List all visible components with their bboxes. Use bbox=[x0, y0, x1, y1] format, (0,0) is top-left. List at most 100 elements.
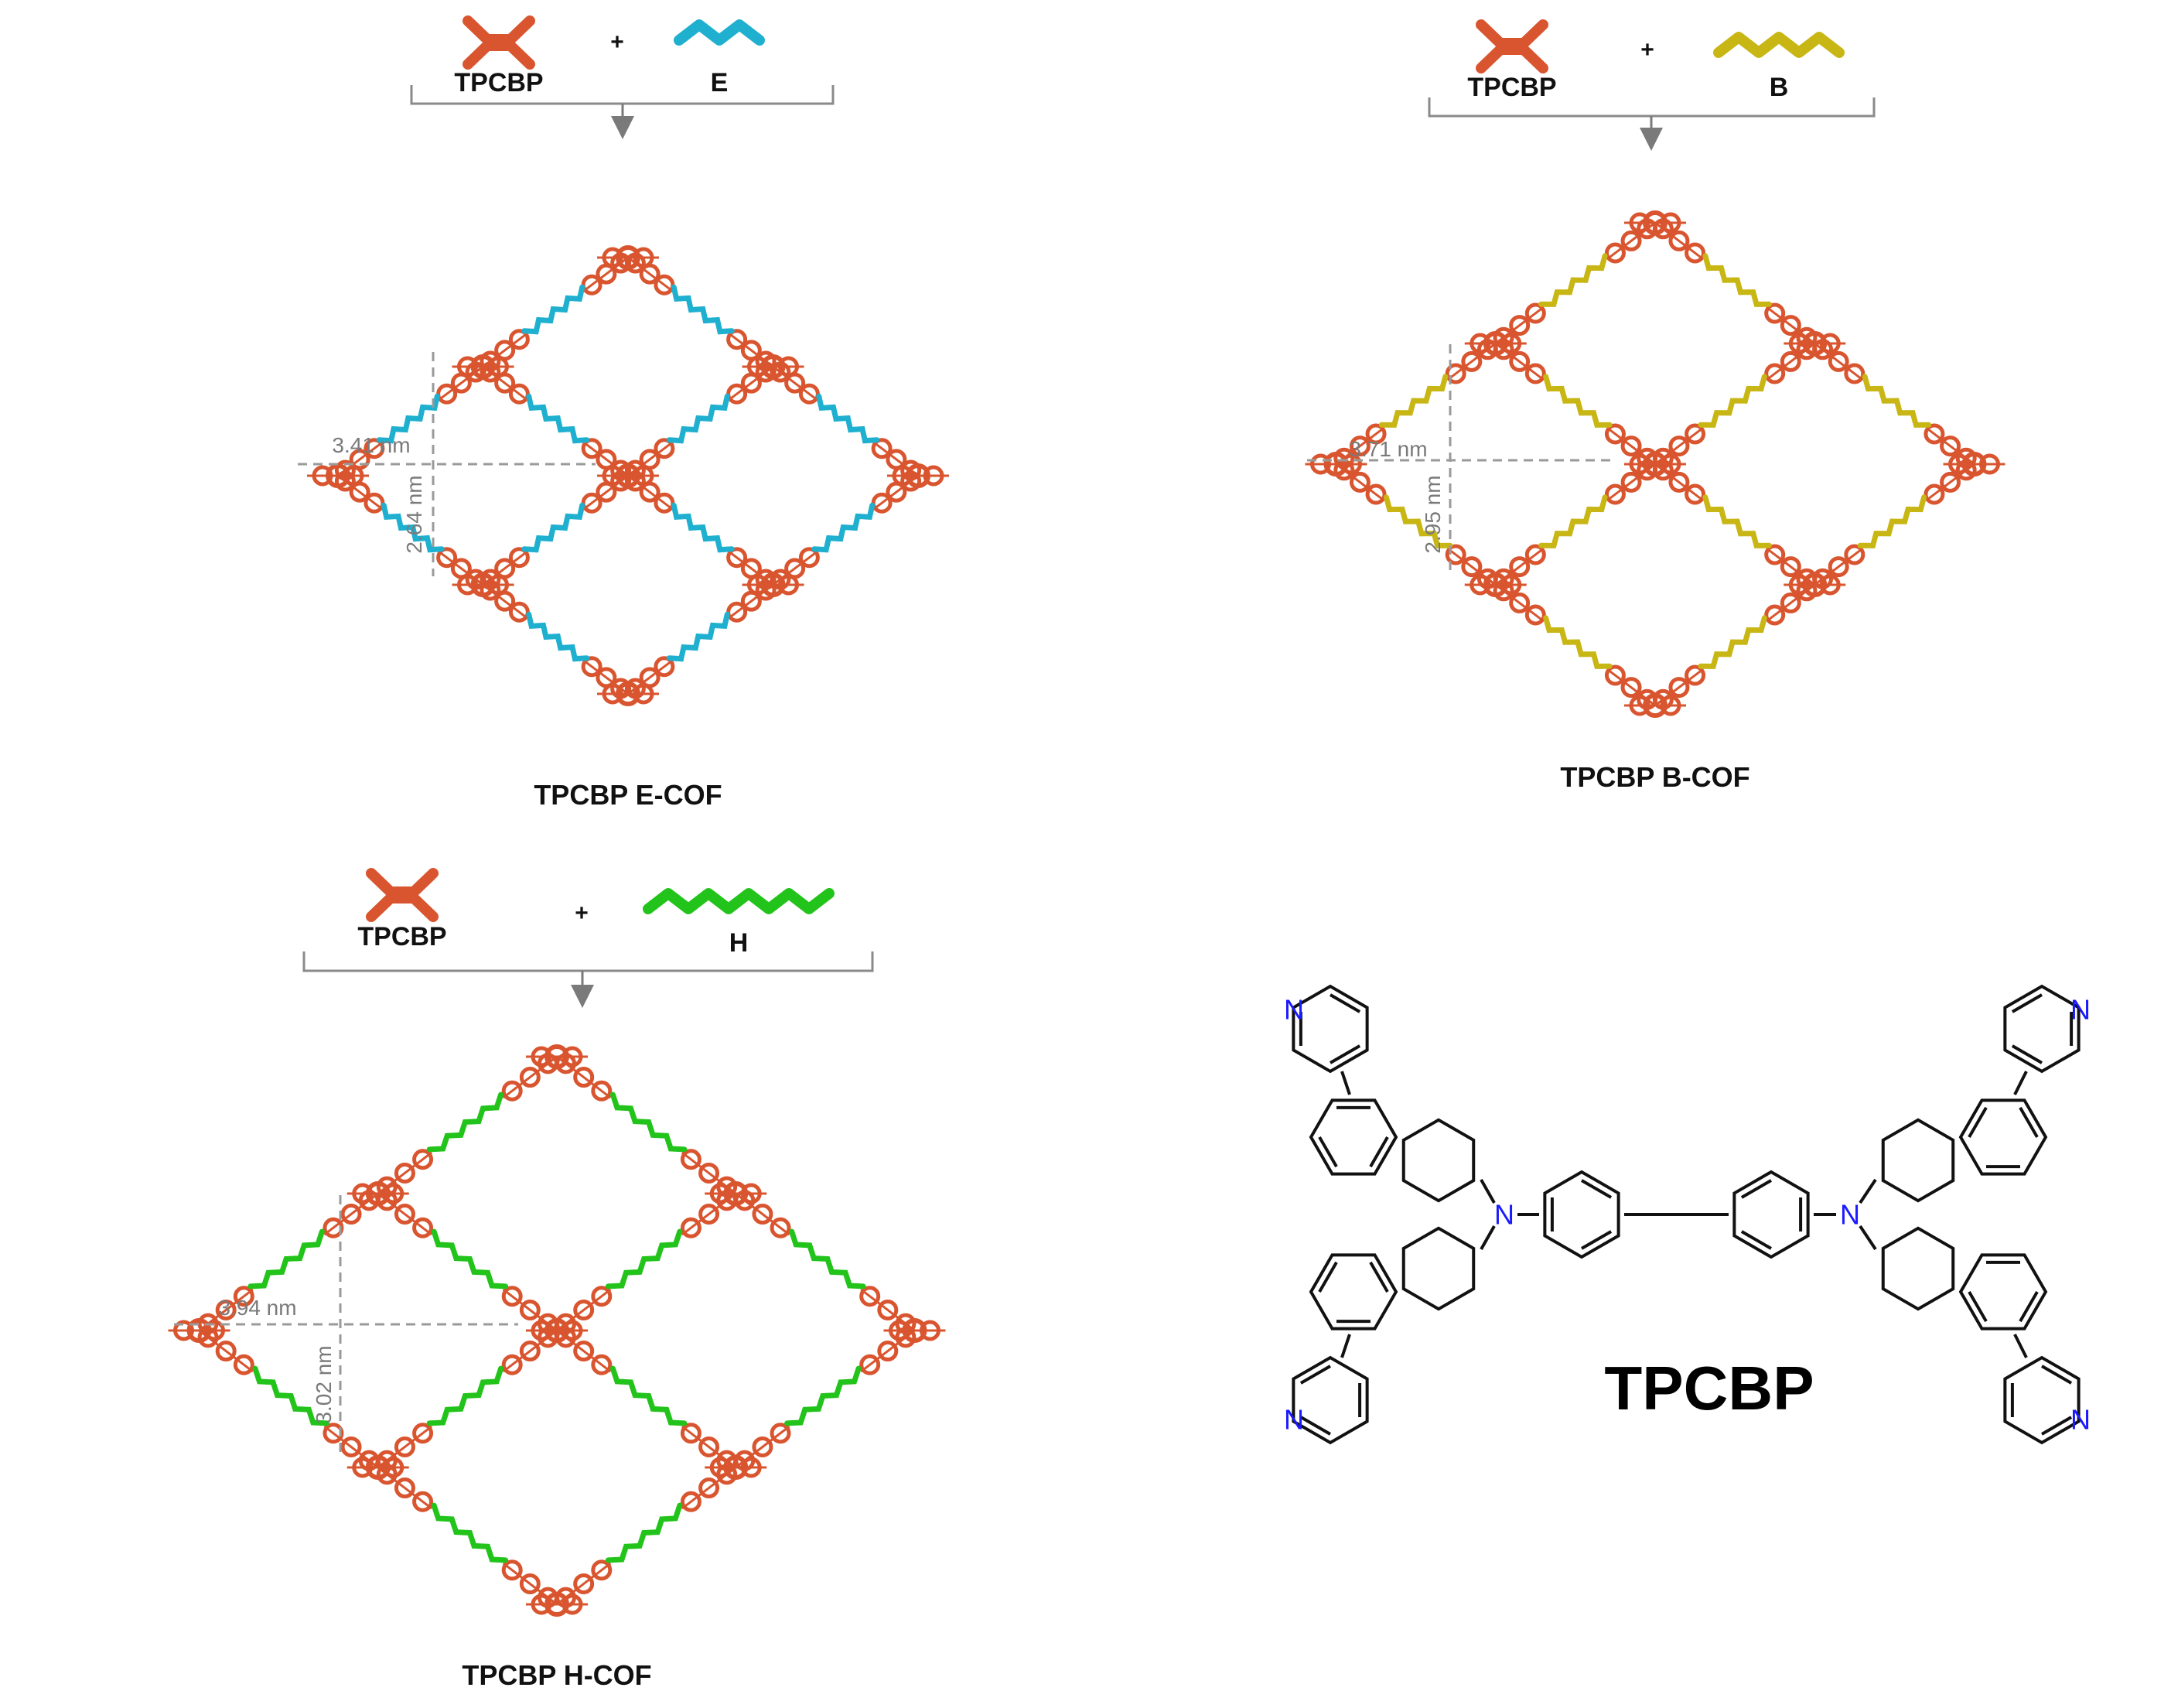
double-bond bbox=[1329, 993, 1361, 1013]
phenyl-ring bbox=[1780, 556, 1801, 578]
phenyl-ring bbox=[680, 1491, 701, 1512]
aromatic-ring bbox=[1881, 1118, 1955, 1203]
monomer-label: TPCBP bbox=[357, 922, 446, 951]
linker-segment bbox=[426, 1365, 504, 1426]
phenyl-ring bbox=[752, 1436, 773, 1457]
nitrogen-label: N bbox=[1284, 994, 1304, 1026]
double-bond bbox=[2011, 1044, 2043, 1064]
double-bond bbox=[2041, 1365, 2073, 1385]
phenyl-ring bbox=[1445, 363, 1466, 384]
phenyl-ring bbox=[394, 1477, 415, 1499]
panel-e-cof: TPCBP + E 3.41 nm 2.64 nm TPCBP E-COF bbox=[298, 15, 949, 811]
tpcbp-monomer-icon bbox=[1476, 19, 1548, 73]
nitrogen-label: N bbox=[1840, 1199, 1860, 1231]
phenyl-ring bbox=[1764, 604, 1786, 626]
phenyl-ring bbox=[859, 1354, 881, 1375]
framework-lattice bbox=[168, 1044, 946, 1617]
phenyl-ring bbox=[501, 1286, 523, 1307]
phenyl-ring bbox=[726, 547, 748, 569]
plus-sign: + bbox=[1640, 37, 1654, 63]
phenyl-ring bbox=[394, 1204, 415, 1225]
phenyl-ring bbox=[770, 1423, 791, 1444]
linker-label: E bbox=[711, 68, 729, 97]
phenyl-ring bbox=[1764, 544, 1786, 565]
structure-title: TPCBP bbox=[1604, 1354, 1814, 1423]
phenyl-ring bbox=[1620, 436, 1642, 457]
phenyl-ring bbox=[1668, 436, 1690, 457]
linker-segment bbox=[671, 502, 735, 553]
aromatic-ring bbox=[2003, 984, 2081, 1074]
phenyl-ring bbox=[1844, 544, 1865, 565]
linker-segment bbox=[609, 1365, 688, 1426]
aromatic-ring bbox=[1292, 984, 1369, 1074]
phenyl-ring bbox=[1668, 471, 1690, 493]
phenyl-ring bbox=[412, 1491, 434, 1512]
framework-lattice bbox=[307, 245, 949, 706]
phenyl-ring bbox=[519, 1067, 541, 1088]
phenyl-ring bbox=[871, 438, 893, 459]
phenyl-ring bbox=[519, 1299, 541, 1320]
aromatic-ring bbox=[1881, 1226, 1955, 1311]
phenyl-ring bbox=[1924, 423, 1945, 445]
phenyl-ring bbox=[752, 1204, 773, 1225]
phenyl-ring bbox=[1524, 363, 1546, 384]
aromatic-ring bbox=[1543, 1170, 1620, 1259]
double-bond bbox=[1740, 1230, 1772, 1250]
single-bond bbox=[1340, 1071, 1351, 1095]
linker-segment bbox=[431, 1228, 509, 1290]
linker-segment bbox=[426, 1091, 504, 1153]
aromatic-ring bbox=[1958, 1253, 2048, 1331]
phenyl-ring bbox=[508, 329, 530, 350]
single-bond bbox=[1859, 1178, 1877, 1204]
single-bond bbox=[1480, 1179, 1496, 1204]
phenyl-ring bbox=[1620, 677, 1642, 699]
phenyl-ring bbox=[573, 1341, 595, 1362]
horizontal-measure: 3.94 nm bbox=[218, 1296, 296, 1320]
monomer-label: TPCBP bbox=[454, 68, 543, 97]
phenyl-ring bbox=[1685, 423, 1706, 445]
phenyl-ring bbox=[340, 1436, 362, 1457]
linker-b-icon bbox=[1713, 32, 1845, 58]
phenyl-ring bbox=[323, 1423, 344, 1444]
phenyl-ring bbox=[340, 1204, 362, 1225]
vertical-measure: 3.02 nm bbox=[312, 1345, 336, 1423]
double-bond bbox=[1318, 1136, 1338, 1168]
pore-dimension-guides: 3.94 nm 3.02 nm bbox=[174, 1195, 518, 1454]
plus-sign: + bbox=[610, 29, 624, 55]
panel-b-cof: TPCBP + B 3.71 nm 2.95 nm TPCBP B-COF bbox=[1305, 19, 2005, 793]
aromatic-ring bbox=[1309, 1098, 1398, 1176]
phenyl-ring bbox=[1509, 592, 1531, 613]
linker-segment bbox=[252, 1365, 329, 1426]
linker-segment bbox=[1543, 615, 1613, 669]
linker-h-icon bbox=[643, 888, 835, 914]
linker-segment bbox=[609, 1091, 688, 1153]
linker-segment bbox=[521, 502, 585, 553]
double-bond bbox=[2019, 1290, 2039, 1323]
plus-sign: + bbox=[575, 900, 589, 926]
phenyl-ring bbox=[573, 1067, 595, 1088]
linker-segment bbox=[247, 1228, 325, 1290]
double-bond bbox=[1740, 1179, 1772, 1199]
phenyl-ring bbox=[1365, 423, 1387, 445]
phenyl-ring bbox=[1461, 556, 1483, 578]
phenyl-ring bbox=[501, 1080, 523, 1102]
phenyl-ring bbox=[394, 1436, 415, 1457]
phenyl-ring bbox=[1349, 436, 1371, 457]
linker-chain bbox=[674, 19, 765, 46]
phenyl-ring bbox=[877, 1341, 899, 1362]
monomer-label: TPCBP bbox=[1467, 73, 1556, 102]
phenyl-ring bbox=[412, 1149, 434, 1170]
linker-segment bbox=[1698, 374, 1767, 428]
double-bond bbox=[1299, 1416, 1332, 1436]
linker-segment bbox=[811, 502, 876, 553]
linker-segment bbox=[816, 393, 880, 444]
linker-segment bbox=[1538, 494, 1608, 548]
phenyl-ring bbox=[1604, 423, 1626, 445]
linker-segment bbox=[1702, 494, 1772, 548]
phenyl-ring bbox=[519, 1573, 541, 1594]
double-bond bbox=[2041, 1416, 2073, 1436]
aromatic-ring bbox=[1292, 1355, 1369, 1445]
phenyl-ring bbox=[877, 1299, 899, 1320]
double-bond bbox=[1299, 1365, 1332, 1385]
